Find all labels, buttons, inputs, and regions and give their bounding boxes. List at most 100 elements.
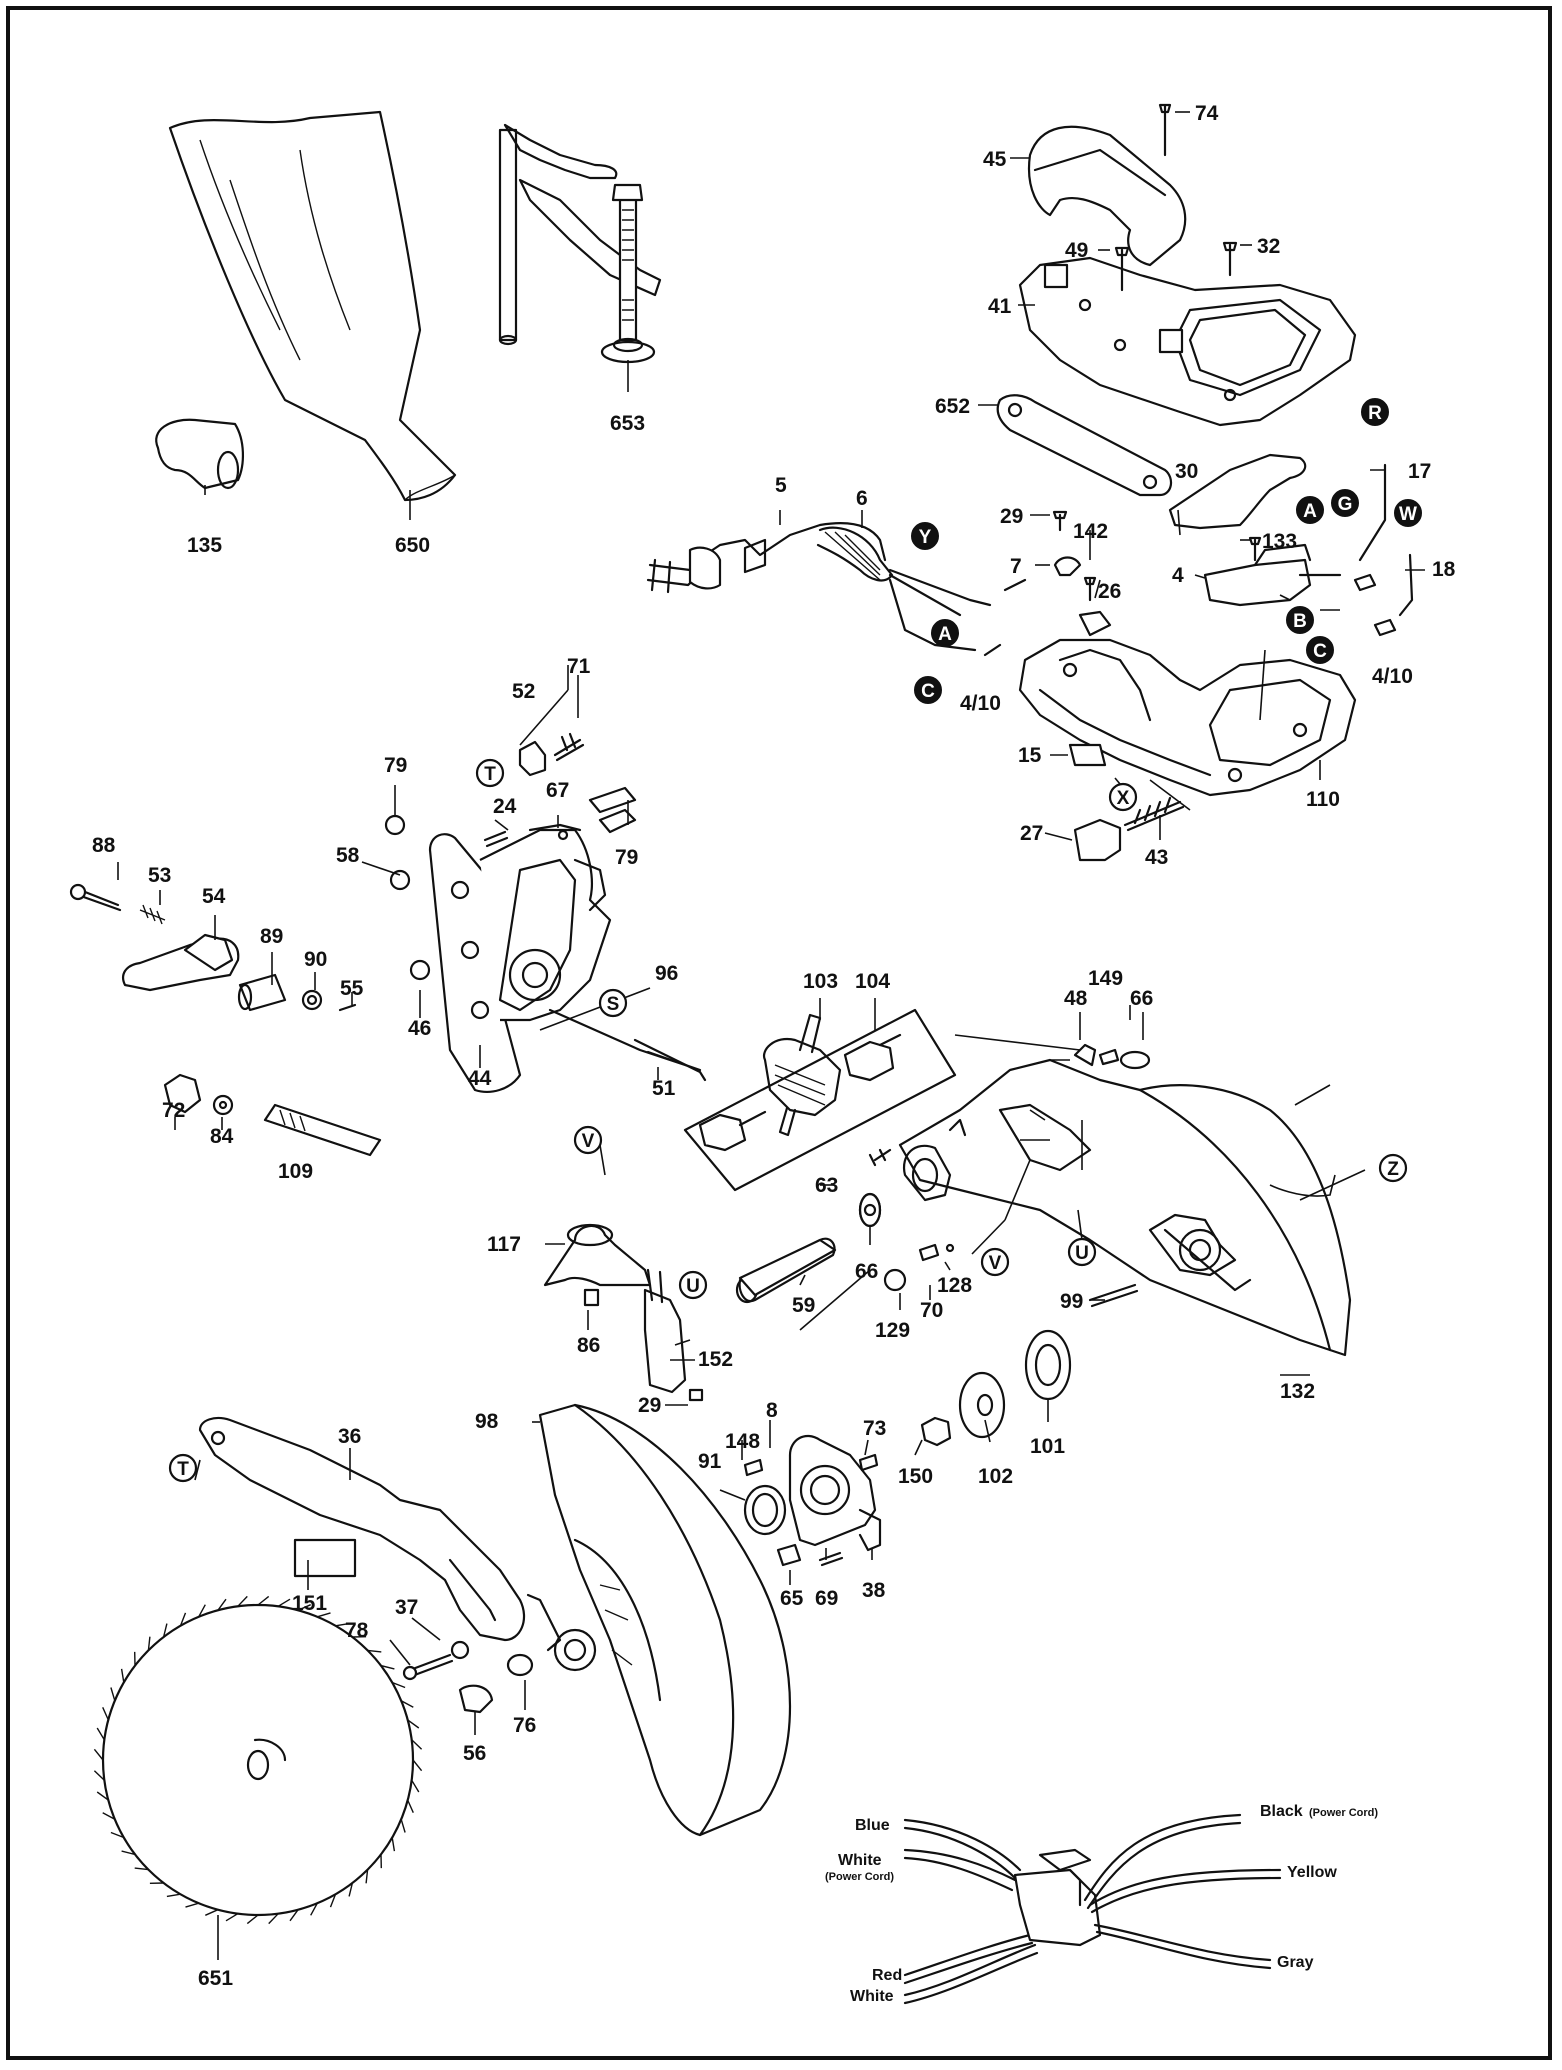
label-17: 17 (1408, 460, 1431, 483)
base-small-parts (1068, 743, 1185, 862)
dust-bag-part (168, 110, 457, 502)
svg-text:U: U (1075, 1243, 1089, 1264)
label-104: 104 (855, 970, 890, 993)
callout-markers: R A G W Y A B C C X T S V V U U Z T (168, 398, 1422, 1483)
label-58: 58 (336, 844, 360, 867)
label-53: 53 (148, 864, 171, 887)
label-149: 149 (1088, 967, 1123, 990)
label-15: 15 (1018, 744, 1042, 767)
label-65: 65 (780, 1587, 804, 1610)
link-part (996, 394, 1173, 497)
label-36: 36 (338, 1425, 361, 1448)
svg-text:S: S (607, 994, 620, 1015)
base-housing-part (1018, 638, 1357, 797)
label-150: 150 (898, 1465, 933, 1488)
switch-part (1203, 543, 1312, 607)
label-70: 70 (920, 1299, 943, 1322)
label-652: 652 (935, 395, 970, 418)
svg-text:R: R (1368, 403, 1382, 424)
svg-text:A: A (938, 624, 952, 645)
callout-t-bottom: T (168, 1453, 198, 1483)
label-51: 51 (652, 1077, 676, 1100)
label-142: 142 (1073, 520, 1108, 543)
svg-text:W: W (1399, 504, 1417, 525)
label-8: 8 (766, 1399, 778, 1422)
saw-blade-part (93, 1595, 423, 1925)
label-96: 96 (655, 962, 678, 985)
label-98: 98 (475, 1410, 499, 1433)
label-128: 128 (937, 1274, 972, 1297)
label-7: 7 (1010, 555, 1022, 578)
callout-u-top: U (678, 1270, 708, 1300)
arm-small-parts (402, 1593, 562, 1714)
label-24: 24 (493, 795, 517, 818)
label-103: 103 (803, 970, 838, 993)
label-55: 55 (340, 977, 364, 1000)
wire-label-white: White (850, 1988, 894, 2005)
label-91: 91 (698, 1450, 722, 1473)
callout-t-top: T (475, 758, 505, 788)
label-4: 4 (1172, 564, 1184, 587)
label-5: 5 (775, 474, 787, 497)
svg-text:T: T (177, 1459, 189, 1480)
callout-c-right: C (1306, 636, 1334, 664)
top-screws (983, 103, 1414, 657)
label-74: 74 (1195, 102, 1219, 125)
label-653: 653 (610, 412, 645, 435)
label-99: 99 (1060, 1290, 1083, 1313)
label-66a: 66 (1130, 987, 1153, 1010)
callout-w: W (1394, 499, 1422, 527)
label-4-10b: 4/10 (1372, 665, 1413, 688)
callout-u-bottom: U (1067, 1237, 1097, 1267)
label-69: 69 (815, 1587, 838, 1610)
svg-text:C: C (1313, 641, 1327, 662)
label-29a: 29 (1000, 505, 1023, 528)
spring-group-part (683, 1008, 957, 1192)
callout-r: R (1361, 398, 1389, 426)
callout-v-top: V (573, 1125, 603, 1155)
label-49: 49 (1065, 239, 1088, 262)
label-76: 76 (513, 1714, 536, 1737)
svg-text:A: A (1303, 501, 1317, 522)
lever-assembly-part (69, 883, 382, 1157)
label-148: 148 (725, 1430, 760, 1453)
label-6: 6 (856, 487, 868, 510)
svg-text:V: V (582, 1131, 595, 1152)
arm-part (198, 1416, 526, 1642)
label-29b: 29 (638, 1394, 661, 1417)
handle-part (1027, 125, 1187, 267)
blade-guard-part (538, 1403, 792, 1837)
wire-label-red: Red (872, 1967, 902, 1984)
label-133: 133 (1262, 530, 1297, 553)
label-4-10a: 4/10 (960, 692, 1001, 715)
callout-z: Z (1378, 1153, 1408, 1183)
label-78: 78 (345, 1619, 369, 1642)
wire-label-white-power-cord: (Power Cord) (825, 1871, 894, 1883)
label-45: 45 (983, 148, 1007, 171)
label-84: 84 (210, 1125, 234, 1148)
label-132: 132 (1280, 1380, 1315, 1403)
callout-a-left: A (931, 619, 959, 647)
label-41: 41 (988, 295, 1012, 318)
gear-cover-part (743, 1434, 882, 1567)
callout-c-left: C (914, 676, 942, 704)
callout-a-top: A (1296, 496, 1324, 524)
callout-g: G (1331, 489, 1359, 517)
svg-text:Y: Y (919, 527, 932, 548)
svg-text:T: T (484, 764, 496, 785)
label-52: 52 (512, 680, 535, 703)
label-38: 38 (862, 1579, 886, 1602)
label-44: 44 (468, 1067, 492, 1090)
svg-text:C: C (921, 681, 935, 702)
label-79a: 79 (384, 754, 407, 777)
label-59: 59 (792, 1294, 815, 1317)
label-101: 101 (1030, 1435, 1065, 1458)
label-89: 89 (260, 925, 283, 948)
label-67: 67 (546, 779, 569, 802)
chute-117-part (543, 1223, 652, 1307)
page-border (6, 6, 1552, 2060)
svg-text:B: B (1293, 611, 1307, 632)
callout-b: B (1286, 606, 1314, 634)
label-27: 27 (1020, 822, 1043, 845)
